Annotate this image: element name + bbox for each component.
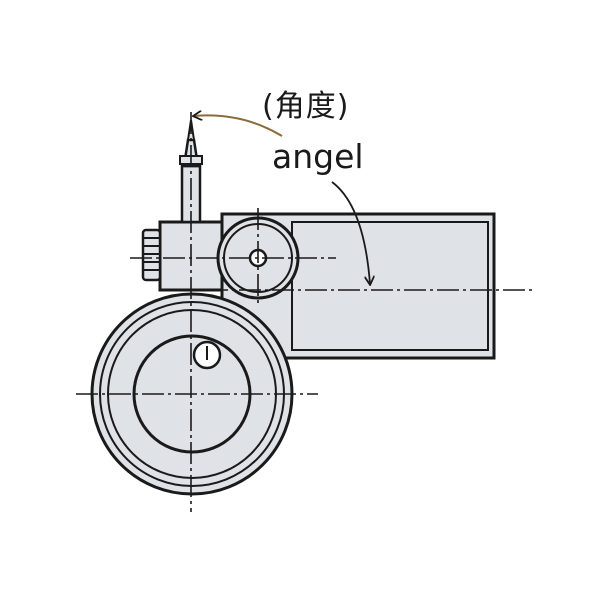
- angle-label-japanese: (角度): [262, 89, 350, 124]
- leader-arrow: [331, 181, 370, 284]
- angle-arrow: [194, 115, 283, 137]
- angle-label-english: angel: [272, 137, 364, 176]
- center-lines: [76, 112, 536, 512]
- knurled-knob: [141, 228, 162, 282]
